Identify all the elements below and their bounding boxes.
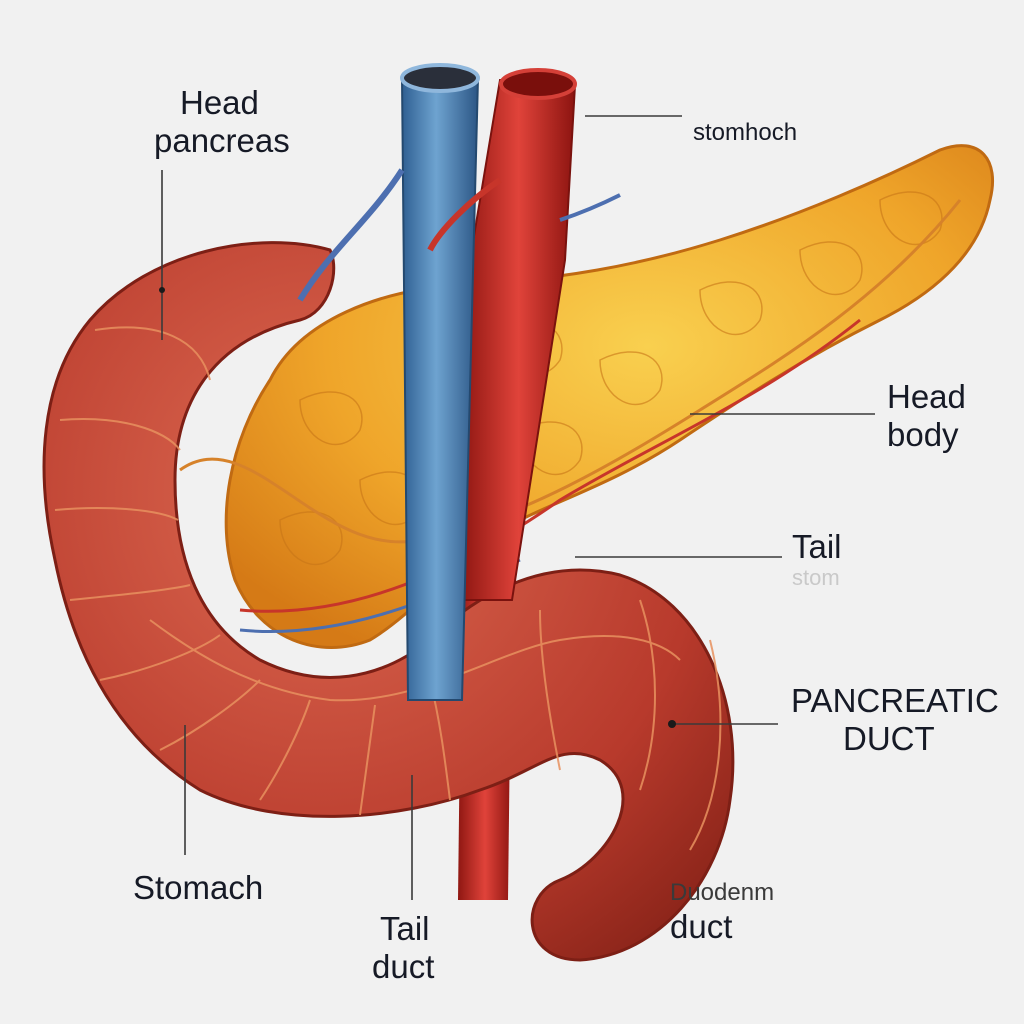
branch-vein-2 [559, 193, 621, 222]
splenic-artery [239, 318, 861, 613]
label-tail-stom: Tail stom [792, 528, 842, 590]
label-stomach: Stomach [133, 869, 264, 906]
label-tail-duct: Tail duct [372, 910, 435, 985]
leader-lines [161, 115, 875, 900]
duodenum-loop [42, 241, 735, 962]
leader-dots [159, 287, 676, 728]
aorta-opening [499, 68, 577, 100]
vena-cava-opening [400, 63, 480, 93]
branch-vein [297, 168, 405, 302]
pancreatic-duct [179, 199, 962, 544]
label-pancreatic-duct: PANCREATIC DUCT [791, 682, 999, 757]
label-head-body: Head body [887, 378, 966, 453]
label-head-pancreas: Head pancreas [154, 84, 290, 159]
label-stomhoch: stomhoch [693, 119, 798, 146]
branch-artery [427, 177, 502, 252]
label-duodenm-duct: Duodenm duct [670, 879, 775, 945]
